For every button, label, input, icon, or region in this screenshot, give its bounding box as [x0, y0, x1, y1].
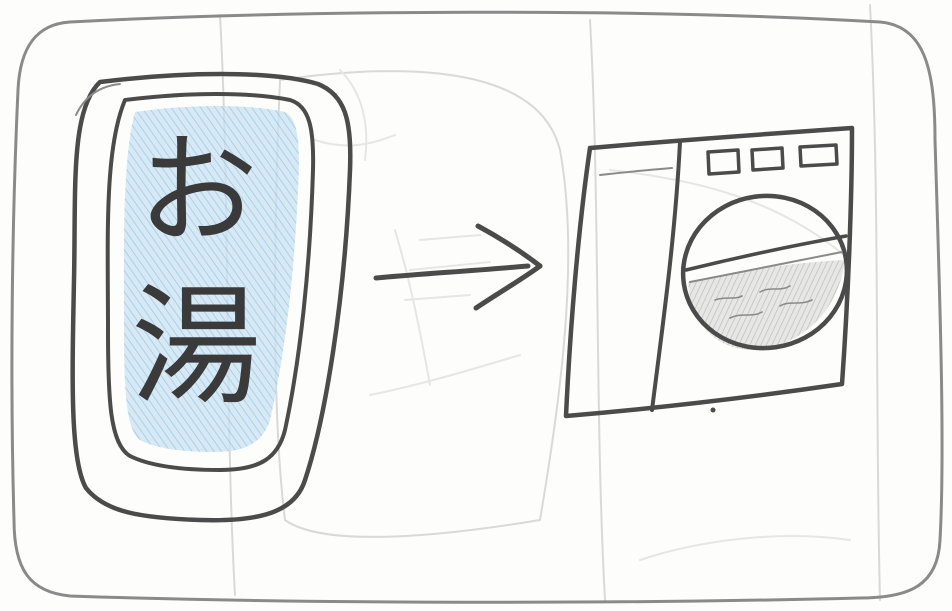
hot-water-sign: お 湯	[73, 74, 351, 520]
washing-machine-icon	[566, 128, 857, 416]
machine-button-1	[708, 150, 739, 174]
machine-panel-divider	[652, 142, 680, 410]
machine-button-2	[752, 148, 783, 170]
machine-button-3	[800, 145, 837, 166]
sign-text-yu: 湯	[131, 271, 261, 423]
machine-buttons	[708, 145, 837, 174]
sign-text-o: お	[138, 122, 258, 261]
machine-dot	[711, 408, 716, 413]
machine-door-water	[688, 260, 845, 350]
